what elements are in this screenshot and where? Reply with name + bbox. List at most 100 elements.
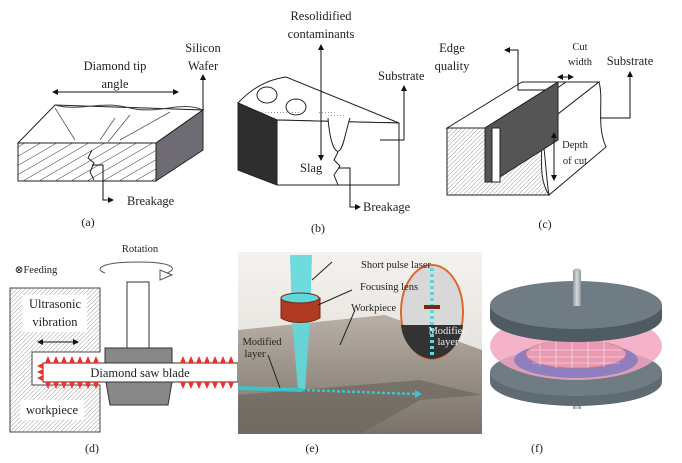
saw-tooth [85,382,91,389]
label-edge: Edge [439,41,465,55]
saw-tooth [188,382,194,389]
panel-e: Short pulse laser Focusing lens Workpiec… [237,252,482,455]
saw-tooth [204,356,210,363]
focusing-lens [280,297,321,323]
label-substrate-b: Substrate [378,69,425,83]
label-vibration: vibration [32,315,78,329]
label-contaminants: contaminants [288,27,355,41]
caption-f: (f) [531,441,543,455]
substrate-arrow [380,85,407,141]
saw-tooth [53,382,59,389]
saw-tooth [45,356,51,363]
saw-tooth [220,356,226,363]
label-inset-modified: Modified [428,326,468,337]
saw-tooth [37,369,43,375]
label-silicon: Silicon [185,41,221,55]
saw-tooth [196,356,202,363]
saw-tooth [196,382,202,389]
spindle [126,281,150,349]
saw-tooth [69,382,75,389]
saw-tooth [180,356,186,363]
cut-wall [484,81,559,183]
label-of-cut: of cut [563,156,587,167]
saw-tooth [228,382,234,389]
scratch-lines [54,107,171,143]
modified-leader [267,354,281,389]
label-angle: angle [101,77,129,91]
caption-c: (c) [538,217,551,231]
label-substrate-c: Substrate [607,54,654,68]
workpiece-label-bg [20,400,84,420]
modified-layer-line [237,386,303,392]
saw-tooth [212,382,218,389]
laser-leader [311,261,333,281]
kerf-groove [327,117,351,152]
breakage-arrow [92,164,114,203]
saw-tooth [37,363,43,369]
saw-tooth [77,356,83,363]
label-focusing-lens: Focusing lens [360,282,418,293]
saw-tooth [220,382,226,389]
label-diamond-tip: Diamond tip [84,59,147,73]
edge-quality-arrow [504,47,545,91]
inset-lens [424,305,440,309]
label-cut: Cut [572,42,587,53]
panel-d: Rotation ⊗Feeding Ultrasonic vibration D… [9,244,244,455]
crack [333,151,341,186]
saw-tooth [204,382,210,389]
crack [87,149,95,181]
saw-tooth [53,356,59,363]
label-resolidified: Resolidified [290,9,352,23]
wafer-surface [54,104,204,111]
saw-tooth [69,356,75,363]
saw-tooth [85,356,91,363]
saw-tooth [228,356,234,363]
rotation-arrow [99,261,173,276]
label-quality: quality [435,59,470,73]
cut-slot [491,127,501,183]
label-modified: Modified [242,337,282,348]
grid-lines [528,340,624,368]
label-wafer: Wafer [188,59,219,73]
saw-tooth [61,382,67,389]
lens-leader [317,289,353,306]
shaft-tip [573,268,581,272]
label-layer: layer [245,349,266,360]
wafer-side-face [155,109,204,182]
label-feeding: ⊗Feeding [15,265,58,276]
saw-tooth [45,382,51,389]
caption-e: (e) [305,441,318,455]
label-depth: Depth [562,140,588,151]
saw-tooth [77,382,83,389]
saw-tooth [37,375,43,381]
scan-arrowhead [415,390,422,398]
label-width: width [568,57,593,68]
panel-c: Edge quality Cut width Substrate Depth o… [435,41,654,231]
saw-tooth [93,382,99,389]
panel-f: (f) [490,268,662,455]
substrate-arrow [600,71,633,119]
panel-b: Resolidified contaminants Substrate Slag… [237,9,425,235]
label-blade: Diamond saw blade [90,366,190,380]
caption-a: (a) [81,215,94,229]
saw-tooth [188,356,194,363]
upper-shaft [573,270,581,306]
label-rotation: Rotation [122,244,159,255]
caption-d: (d) [85,441,99,455]
label-inset-layer: layer [438,337,459,348]
saw-tooth [212,356,218,363]
label-breakage-b: Breakage [363,200,411,214]
wafer-front-face [17,142,157,182]
contaminant-bump [256,86,278,104]
ultrasonic-label-bg [22,295,87,332]
label-workpiece-e: Workpiece [351,303,397,314]
label-short-pulse-laser: Short pulse laser [361,260,431,271]
label-slag: Slag [300,161,323,175]
saw-tooth [180,382,186,389]
label-ultrasonic: Ultrasonic [29,297,82,311]
saw-tooth [93,356,99,363]
panel-a: Diamond tip angle Silicon Wafer Breakage… [16,41,221,229]
caption-b: (b) [311,221,325,235]
